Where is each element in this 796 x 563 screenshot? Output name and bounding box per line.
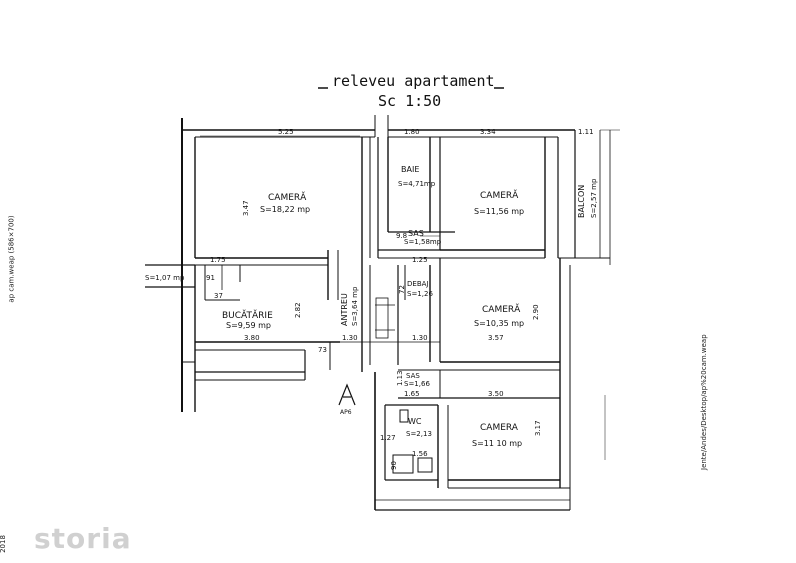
dim-156: 1.56: [412, 450, 428, 458]
sas2-name: SAS: [406, 372, 420, 380]
dim-113: 1.13: [396, 370, 404, 386]
storia-watermark: storia: [34, 522, 132, 555]
camera2-area: S=11,56 mp: [474, 207, 524, 216]
dim-525: 5.25: [278, 128, 294, 136]
dim-98: 9.8: [396, 232, 407, 240]
dim-125: 1.25: [412, 256, 428, 264]
dim-175: 1.75: [210, 256, 226, 264]
camera1-name: CAMERĂ: [268, 191, 307, 203]
north-label: AP6: [340, 409, 352, 416]
sas2-area: S=1,66: [404, 380, 430, 388]
dim-91: 91: [206, 274, 215, 282]
dim-317: 3.17: [534, 420, 542, 436]
camera3-name: CAMERĂ: [482, 303, 521, 315]
antreu-name: ANTREU: [340, 293, 349, 326]
balcon-name: BALCON: [577, 185, 586, 218]
wc-area: S=2,13: [406, 430, 432, 438]
balcon-area: S=2,57 mp: [590, 178, 598, 218]
dim-127: 1.27: [380, 434, 396, 442]
bucatarie-area: S=9,59 mp: [226, 321, 271, 330]
dim-37: 37: [214, 292, 223, 300]
dim-347: 3.47: [242, 200, 250, 216]
side-note-left: ap cam.weap (586×700): [7, 215, 16, 303]
debara-name: DEBAJ: [407, 280, 428, 288]
baie-area: S=4,71mp: [398, 180, 436, 188]
dim-334: 3.34: [480, 128, 496, 136]
debara-area: S=1,26: [407, 290, 433, 298]
dim-130b: 1.30: [412, 334, 428, 342]
dim-357: 3.57: [488, 334, 504, 342]
dim-180: 1.80: [404, 128, 420, 136]
wc-name: WC: [408, 417, 422, 426]
dim-350: 3.50: [488, 390, 504, 398]
year-note: 2018: [0, 535, 7, 553]
dim-111: 1.11: [578, 128, 594, 136]
antreu-area: S=3,64 mp: [351, 286, 359, 326]
dim-72: 72: [398, 285, 406, 294]
dim-282: 2.82: [294, 302, 302, 318]
bucatarie-name: BUCĂTĂRIE: [222, 309, 273, 321]
sas1-area: S=1,58mp: [404, 238, 442, 246]
dim-290: 2.90: [532, 304, 540, 320]
dim-380: 3.80: [244, 334, 260, 342]
room-labels: CAMERĂ S=18,22 mp BAIE S=4,71mp CAMERĂ S…: [145, 165, 598, 448]
camera4-area: S=11 10 mp: [472, 439, 522, 448]
baie-name: BAIE: [401, 165, 419, 174]
dim-165: 1.65: [404, 390, 420, 398]
dim-73: 73: [318, 346, 327, 354]
dim-90: 90: [390, 461, 398, 470]
plan-title: releveu apartament: [332, 72, 495, 90]
sas1-name: SAS: [408, 229, 424, 238]
walls: [145, 115, 620, 511]
camera4-name: CAMERA: [480, 423, 519, 433]
north-arrow-icon: [338, 383, 356, 406]
dimension-labels: 5.25 1.80 3.34 1.11 3.47 9.8 1.25 1.75 2…: [206, 128, 594, 470]
plan-scale: Sc 1:50: [378, 92, 441, 110]
camera2-name: CAMERĂ: [480, 189, 519, 201]
camera1-area: S=18,22 mp: [260, 205, 310, 214]
dim-130a: 1.30: [342, 334, 358, 342]
camera3-area: S=10,35 mp: [474, 319, 524, 328]
side-note-right: Jente/Andes/Desktop/ap%20cam.weap: [700, 334, 708, 470]
hol-area: S=1,07 mp: [145, 274, 185, 282]
